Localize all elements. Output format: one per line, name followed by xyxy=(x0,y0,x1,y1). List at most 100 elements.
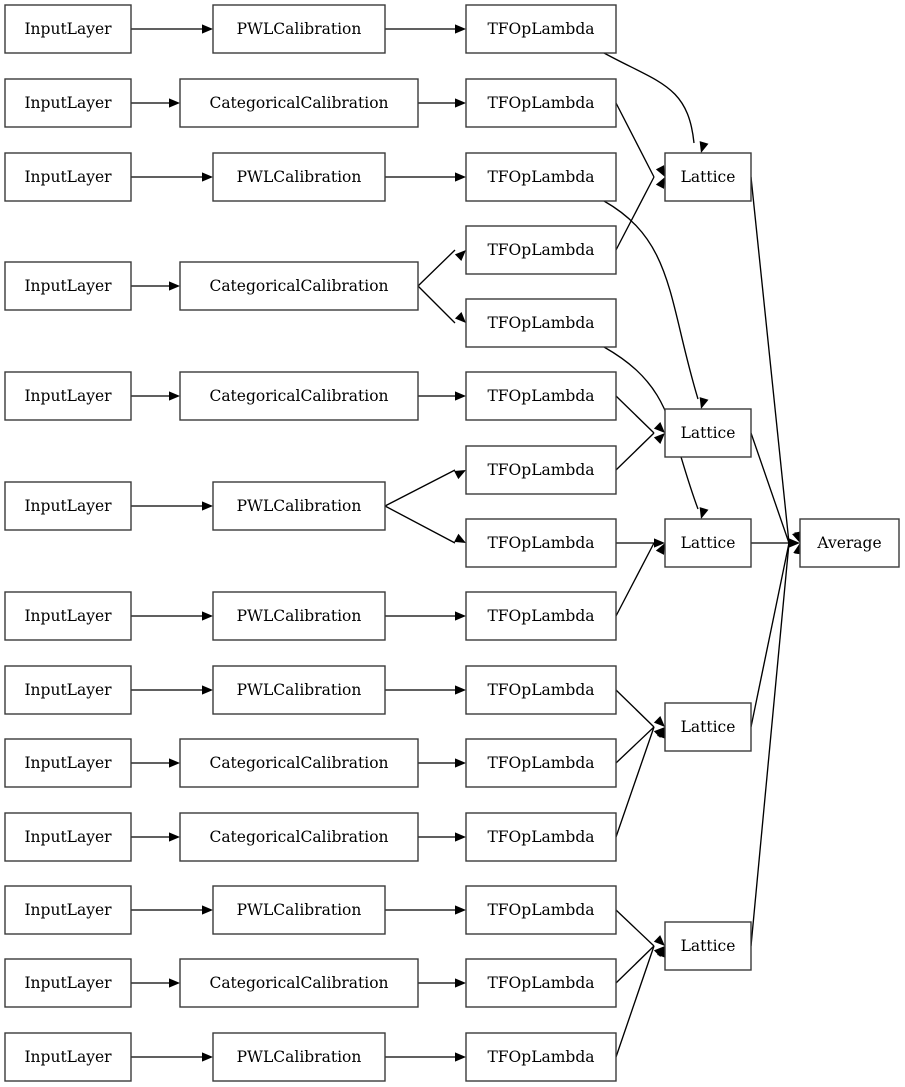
node-op9[interactable]: TFOpLambda xyxy=(465,591,617,641)
node-box-op1 xyxy=(465,4,617,54)
arrow-head xyxy=(202,1052,213,1062)
node-in10[interactable]: InputLayer xyxy=(4,812,132,862)
node-box-op10 xyxy=(465,665,617,715)
node-box-in8 xyxy=(4,665,132,715)
arrow-head xyxy=(202,24,213,34)
edge-cal4-to-op4 xyxy=(417,249,456,287)
node-cal1[interactable]: PWLCalibration xyxy=(212,4,386,54)
arrow-head xyxy=(454,470,466,480)
node-in12[interactable]: InputLayer xyxy=(4,958,132,1008)
node-op12[interactable]: TFOpLambda xyxy=(465,812,617,862)
node-in11[interactable]: InputLayer xyxy=(4,885,132,935)
node-box-op14 xyxy=(465,958,617,1008)
node-op11[interactable]: TFOpLambda xyxy=(465,738,617,788)
node-lat1[interactable]: Lattice xyxy=(664,152,752,202)
node-label-in11: InputLayer xyxy=(24,901,112,919)
arrow-head xyxy=(169,391,180,401)
node-cal7[interactable]: PWLCalibration xyxy=(212,591,386,641)
arrow-head xyxy=(169,832,180,842)
node-in7[interactable]: InputLayer xyxy=(4,591,132,641)
node-box-lat1 xyxy=(664,152,752,202)
node-op4[interactable]: TFOpLambda xyxy=(465,225,617,275)
node-in1[interactable]: InputLayer xyxy=(4,4,132,54)
node-in9[interactable]: InputLayer xyxy=(4,738,132,788)
node-op2[interactable]: TFOpLambda xyxy=(465,78,617,128)
arrow-head xyxy=(653,433,665,444)
node-op13[interactable]: TFOpLambda xyxy=(465,885,617,935)
node-cal5[interactable]: CategoricalCalibration xyxy=(179,371,419,421)
arrow-head xyxy=(454,533,466,543)
edge-lat2-to-avg xyxy=(750,432,790,544)
node-op14[interactable]: TFOpLambda xyxy=(465,958,617,1008)
node-cal11[interactable]: PWLCalibration xyxy=(212,885,386,935)
node-label-op6: TFOpLambda xyxy=(487,387,594,405)
node-box-op4 xyxy=(465,225,617,275)
node-op5[interactable]: TFOpLambda xyxy=(465,298,617,348)
arrow-head xyxy=(655,165,665,177)
node-cal13[interactable]: PWLCalibration xyxy=(212,1032,386,1082)
node-cal9[interactable]: CategoricalCalibration xyxy=(179,738,419,788)
node-cal8[interactable]: PWLCalibration xyxy=(212,665,386,715)
node-label-op10: TFOpLambda xyxy=(487,681,594,699)
edge-cal4-to-op5 xyxy=(417,285,456,324)
arrow-head xyxy=(455,391,466,401)
node-box-in1 xyxy=(4,4,132,54)
edge-op4-to-lat1 xyxy=(615,176,655,251)
arrow-head xyxy=(657,727,666,739)
node-in6[interactable]: InputLayer xyxy=(4,481,132,531)
node-box-op9 xyxy=(465,591,617,641)
node-label-op4: TFOpLambda xyxy=(487,241,594,259)
node-op15[interactable]: TFOpLambda xyxy=(465,1032,617,1082)
node-op10[interactable]: TFOpLambda xyxy=(465,665,617,715)
node-op8[interactable]: TFOpLambda xyxy=(465,518,617,568)
node-box-cal5 xyxy=(179,371,419,421)
node-op7[interactable]: TFOpLambda xyxy=(465,445,617,495)
node-label-op13: TFOpLambda xyxy=(487,901,594,919)
node-box-op5 xyxy=(465,298,617,348)
edge-op13-to-lat5 xyxy=(615,909,655,947)
node-in13[interactable]: InputLayer xyxy=(4,1032,132,1082)
node-lat3[interactable]: Lattice xyxy=(664,518,752,568)
node-in4[interactable]: InputLayer xyxy=(4,261,132,311)
node-in2[interactable]: InputLayer xyxy=(4,78,132,128)
arrow-head xyxy=(455,832,466,842)
node-lat2[interactable]: Lattice xyxy=(664,408,752,458)
node-label-op3: TFOpLambda xyxy=(487,168,594,186)
arrow-head xyxy=(654,538,665,548)
arrow-head xyxy=(657,946,666,958)
node-lat5[interactable]: Lattice xyxy=(664,921,752,971)
arrow-head xyxy=(653,716,665,727)
node-cal4[interactable]: CategoricalCalibration xyxy=(179,261,419,311)
node-lat4[interactable]: Lattice xyxy=(664,702,752,752)
node-box-cal1 xyxy=(212,4,386,54)
node-cal6[interactable]: PWLCalibration xyxy=(212,481,386,531)
node-cal2[interactable]: CategoricalCalibration xyxy=(179,78,419,128)
node-op3[interactable]: TFOpLambda xyxy=(465,152,617,202)
arrow-head xyxy=(455,978,466,988)
node-in8[interactable]: InputLayer xyxy=(4,665,132,715)
node-in5[interactable]: InputLayer xyxy=(4,371,132,421)
node-box-cal9 xyxy=(179,738,419,788)
node-avg[interactable]: Average xyxy=(799,518,900,568)
node-box-cal11 xyxy=(212,885,386,935)
node-label-op12: TFOpLambda xyxy=(487,828,594,846)
node-cal10[interactable]: CategoricalCalibration xyxy=(179,812,419,862)
node-cal3[interactable]: PWLCalibration xyxy=(212,152,386,202)
node-cal12[interactable]: CategoricalCalibration xyxy=(179,958,419,1008)
node-op6[interactable]: TFOpLambda xyxy=(465,371,617,421)
arrow-head xyxy=(202,685,213,695)
node-label-lat4: Lattice xyxy=(681,718,736,736)
node-label-lat1: Lattice xyxy=(681,168,736,186)
node-op1[interactable]: TFOpLambda xyxy=(465,4,617,54)
arrow-head xyxy=(655,543,665,555)
node-in3[interactable]: InputLayer xyxy=(4,152,132,202)
edge-op2-to-lat1 xyxy=(615,102,655,178)
arrow-head xyxy=(169,98,180,108)
node-box-in5 xyxy=(4,371,132,421)
node-label-in5: InputLayer xyxy=(24,387,112,405)
node-label-cal11: PWLCalibration xyxy=(237,901,362,919)
node-label-lat5: Lattice xyxy=(681,937,736,955)
arrow-head xyxy=(653,935,665,946)
node-box-cal2 xyxy=(179,78,419,128)
